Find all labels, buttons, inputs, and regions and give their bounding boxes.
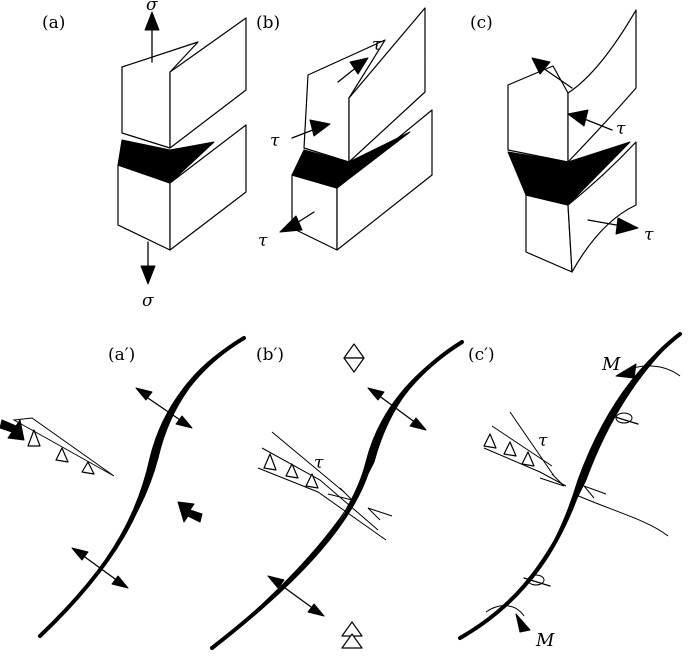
moment-arrowhead-top <box>615 363 637 379</box>
panel-c-label: (c) <box>470 13 493 33</box>
slip-arrow-c-prime-2 <box>582 484 607 499</box>
wedge-b-prime-triangle-3 <box>305 473 319 489</box>
opening-arrowhead-b-prime-upper-1 <box>367 387 385 401</box>
wedge-b-prime-upper-edge <box>261 447 379 531</box>
block-c-upper-side <box>567 9 637 163</box>
panel-c-prime: (c′) M M τ <box>458 332 682 651</box>
wedge-a-prime <box>12 417 115 477</box>
opening-arrowhead-a-prime-upper-2 <box>175 415 193 429</box>
opening-arrow-a-prime-lower-shaft <box>77 551 123 585</box>
block-b-lower-side <box>336 109 433 251</box>
tau-c-bottom-label: τ <box>644 225 654 245</box>
panel-b: (b) τ τ τ <box>256 7 433 251</box>
shear-marker-b-prime-top-1 <box>343 343 365 359</box>
tau-c-top-arrowhead <box>531 57 551 75</box>
tau-b-prime-label: τ <box>314 453 324 473</box>
panel-a-label: (a) <box>42 13 65 33</box>
sigma-bottom-label: σ <box>142 291 154 311</box>
wedge-c-prime-triangle-3 <box>521 451 535 467</box>
opening-arrow-a-prime-upper-shaft <box>141 393 187 425</box>
opening-arrowhead-a-prime-lower-2 <box>111 575 129 589</box>
opening-arrowhead-a-prime-upper-1 <box>135 387 153 401</box>
tau-b-top-label: τ <box>372 35 382 55</box>
rotation-loop-upper <box>615 412 633 424</box>
wedge-b-prime-triangle-2 <box>285 463 299 479</box>
block-c-lower-front <box>525 194 573 273</box>
tau-b-top-arrowhead <box>349 57 369 75</box>
opening-arrowhead-b-prime-upper-2 <box>409 417 427 431</box>
tau-b-mid-label: τ <box>270 131 280 151</box>
wedge-a-prime-triangle-2 <box>55 447 69 463</box>
rotation-loop-lower <box>527 574 545 586</box>
wedge-a-prime-triangle-1 <box>27 429 41 447</box>
wedge-b-prime-ray <box>271 431 345 493</box>
push-arrow-a-prime-right <box>177 501 203 523</box>
tau-b-bottom-label: τ <box>258 231 268 251</box>
panel-c: (c) τ τ <box>470 9 654 273</box>
fault-trace-c-prime-core <box>458 332 682 640</box>
opening-arrowhead-a-prime-lower-1 <box>71 547 89 561</box>
sigma-top-label: σ <box>146 0 158 15</box>
block-c-upper-front <box>507 65 569 163</box>
wedge-c-prime-triangle-2 <box>503 441 517 457</box>
panel-a: (a) σ σ <box>42 0 247 311</box>
panel-a-prime: (a′) <box>0 336 246 638</box>
slip-arrow-c-prime-1 <box>539 473 565 487</box>
tau-c-bottom-arrow-shaft <box>587 219 623 227</box>
block-c-lower-side <box>567 141 637 273</box>
tau-c-mid-arrow-shaft <box>581 117 613 131</box>
opening-arrow-b-prime-upper-shaft <box>373 391 421 427</box>
shear-marker-b-prime-bottom-2 <box>341 633 363 649</box>
tau-b-bottom-arrowhead <box>279 215 303 233</box>
crack-b <box>291 131 411 189</box>
wedge-a-prime-triangle-3 <box>81 461 95 475</box>
panel-b-prime: (b′) τ <box>210 340 464 650</box>
fault-trace-b-prime-core <box>210 340 464 650</box>
block-a-upper-side <box>169 17 247 149</box>
fault-trace-a-prime <box>39 337 245 637</box>
panel-b-prime-label: (b′) <box>256 345 284 365</box>
crack-a <box>117 139 215 184</box>
wedge-c-prime-triangle-1 <box>483 433 497 449</box>
block-a-lower-side <box>169 124 247 251</box>
block-b-upper-side <box>348 7 426 163</box>
tau-b-mid-arrowhead <box>309 119 331 137</box>
sigma-top-arrowhead <box>144 11 160 31</box>
moment-arc-bottom <box>485 605 525 617</box>
wedge-b-prime-triangle-1 <box>263 453 277 471</box>
opening-arrowhead-b-prime-lower-2 <box>307 603 325 617</box>
rotation-arrow-upper <box>611 415 639 425</box>
wedge-c-prime-edge-1 <box>483 447 567 487</box>
fault-trace-c-prime <box>459 333 681 639</box>
panel-b-label: (b) <box>256 13 280 33</box>
tau-c-prime-label: τ <box>538 431 548 451</box>
tau-c-bottom-arrowhead <box>615 217 639 235</box>
wedge-b-prime-lower-edge <box>257 467 387 541</box>
moment-top-label: M <box>601 354 621 375</box>
shear-marker-b-prime-top-2 <box>343 357 365 373</box>
tau-c-mid-arrowhead <box>567 109 589 127</box>
opening-arrowhead-b-prime-lower-1 <box>267 575 285 589</box>
sigma-bottom-arrowhead <box>140 265 156 285</box>
tau-c-top-arrow-shaft <box>539 65 573 89</box>
moment-bottom-label: M <box>535 630 555 651</box>
fault-trace-a-prime-core <box>38 336 246 638</box>
opening-arrow-b-prime-lower-shaft <box>273 579 319 613</box>
panel-c-prime-label: (c′) <box>468 345 495 365</box>
push-arrow-a-prime-left <box>0 419 25 441</box>
branch-fault-c-prime <box>573 493 669 537</box>
crack-c <box>507 141 631 206</box>
slip-arrow-b-prime-1 <box>327 487 354 501</box>
slip-arrow-b-prime-2 <box>367 507 393 521</box>
tau-c-mid-label: τ <box>616 119 626 139</box>
moment-arrowhead-bottom <box>515 613 531 633</box>
panel-a-prime-label: (a′) <box>108 345 135 365</box>
wedge-c-prime-edge-3 <box>509 411 555 477</box>
rotation-arrow-lower <box>523 577 551 587</box>
